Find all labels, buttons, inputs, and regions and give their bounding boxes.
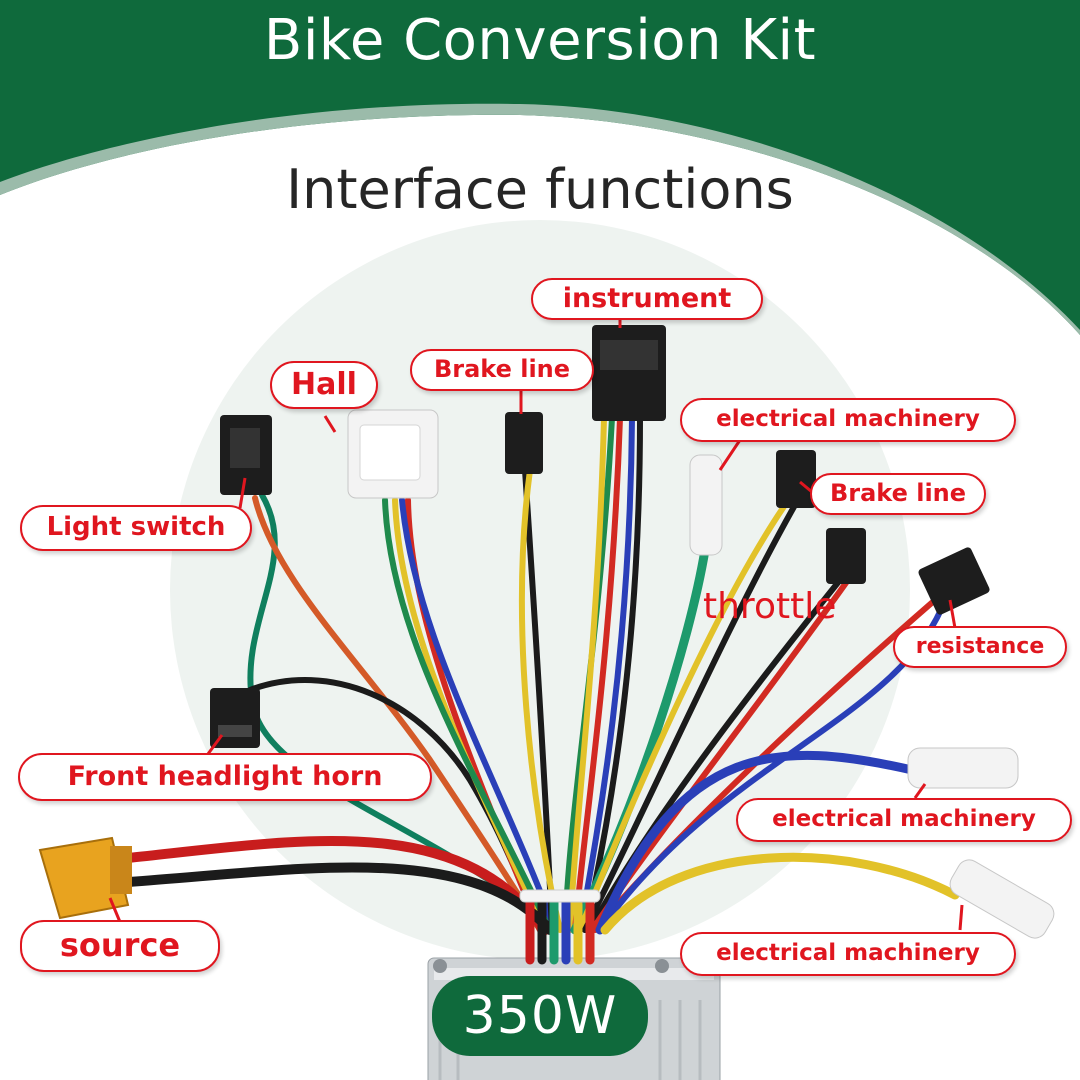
label-brake-line-right: Brake line: [810, 473, 986, 515]
wire-brake-right-yellow: [577, 502, 788, 933]
label-electrical-machinery-bottom: electrical machinery: [680, 932, 1016, 976]
label-electrical-machinery-top: electrical machinery: [680, 398, 1016, 442]
connector-machinery-top: [689, 454, 723, 556]
wire-hall-yellow: [392, 497, 548, 933]
connector-resistance: [918, 547, 990, 615]
connector-brake-right: [776, 450, 816, 508]
wire-instrument-yellow: [567, 415, 607, 933]
label-electrical-machinery-middle: electrical machinery: [736, 798, 1072, 842]
wire-brake-right-black: [582, 502, 798, 933]
label-instrument: instrument: [531, 278, 763, 320]
connector-brake-top: [505, 412, 543, 474]
label-throttle: throttle: [703, 586, 837, 627]
label-brake-line-top: Brake line: [410, 349, 594, 391]
wire-light-switch-orange: [252, 495, 543, 933]
wire-machinery-mid-blue: [595, 750, 917, 935]
label-light-switch: Light switch: [20, 505, 252, 551]
connector-headlight-horn: [210, 688, 260, 748]
connector-hall: [347, 409, 439, 499]
label-front-headlight-horn: Front headlight horn: [18, 753, 432, 801]
header-band-accent: [0, 103, 1080, 335]
header-band: [0, 0, 1080, 335]
header-title: Bike Conversion Kit: [263, 8, 817, 73]
wire-source-red: [123, 835, 550, 935]
label-hall: Hall: [270, 361, 378, 409]
wire-hall-blue: [399, 497, 558, 933]
callout-pointers: [108, 316, 964, 931]
connector-source: [38, 836, 132, 920]
label-resistance: resistance: [893, 626, 1067, 668]
wire-hall-green: [382, 497, 553, 933]
connector-throttle: [826, 528, 866, 584]
connector-light-switch: [220, 415, 272, 495]
connector-machinery-bottom: [949, 859, 1055, 939]
connector-machinery-middle: [907, 747, 1019, 789]
page-subtitle: Interface functions: [286, 158, 794, 221]
wire-instrument-red: [572, 415, 623, 933]
label-source: source: [20, 920, 220, 972]
wire-source-black: [123, 862, 555, 935]
connector-instrument: [592, 325, 666, 421]
power-rating-badge: 350W: [432, 976, 648, 1056]
wire-machinery-bottom-yellow: [600, 852, 960, 935]
wire-instrument-blue: [577, 415, 635, 933]
wire-bundle: [123, 415, 960, 965]
wire-brake-yellow: [518, 467, 563, 933]
